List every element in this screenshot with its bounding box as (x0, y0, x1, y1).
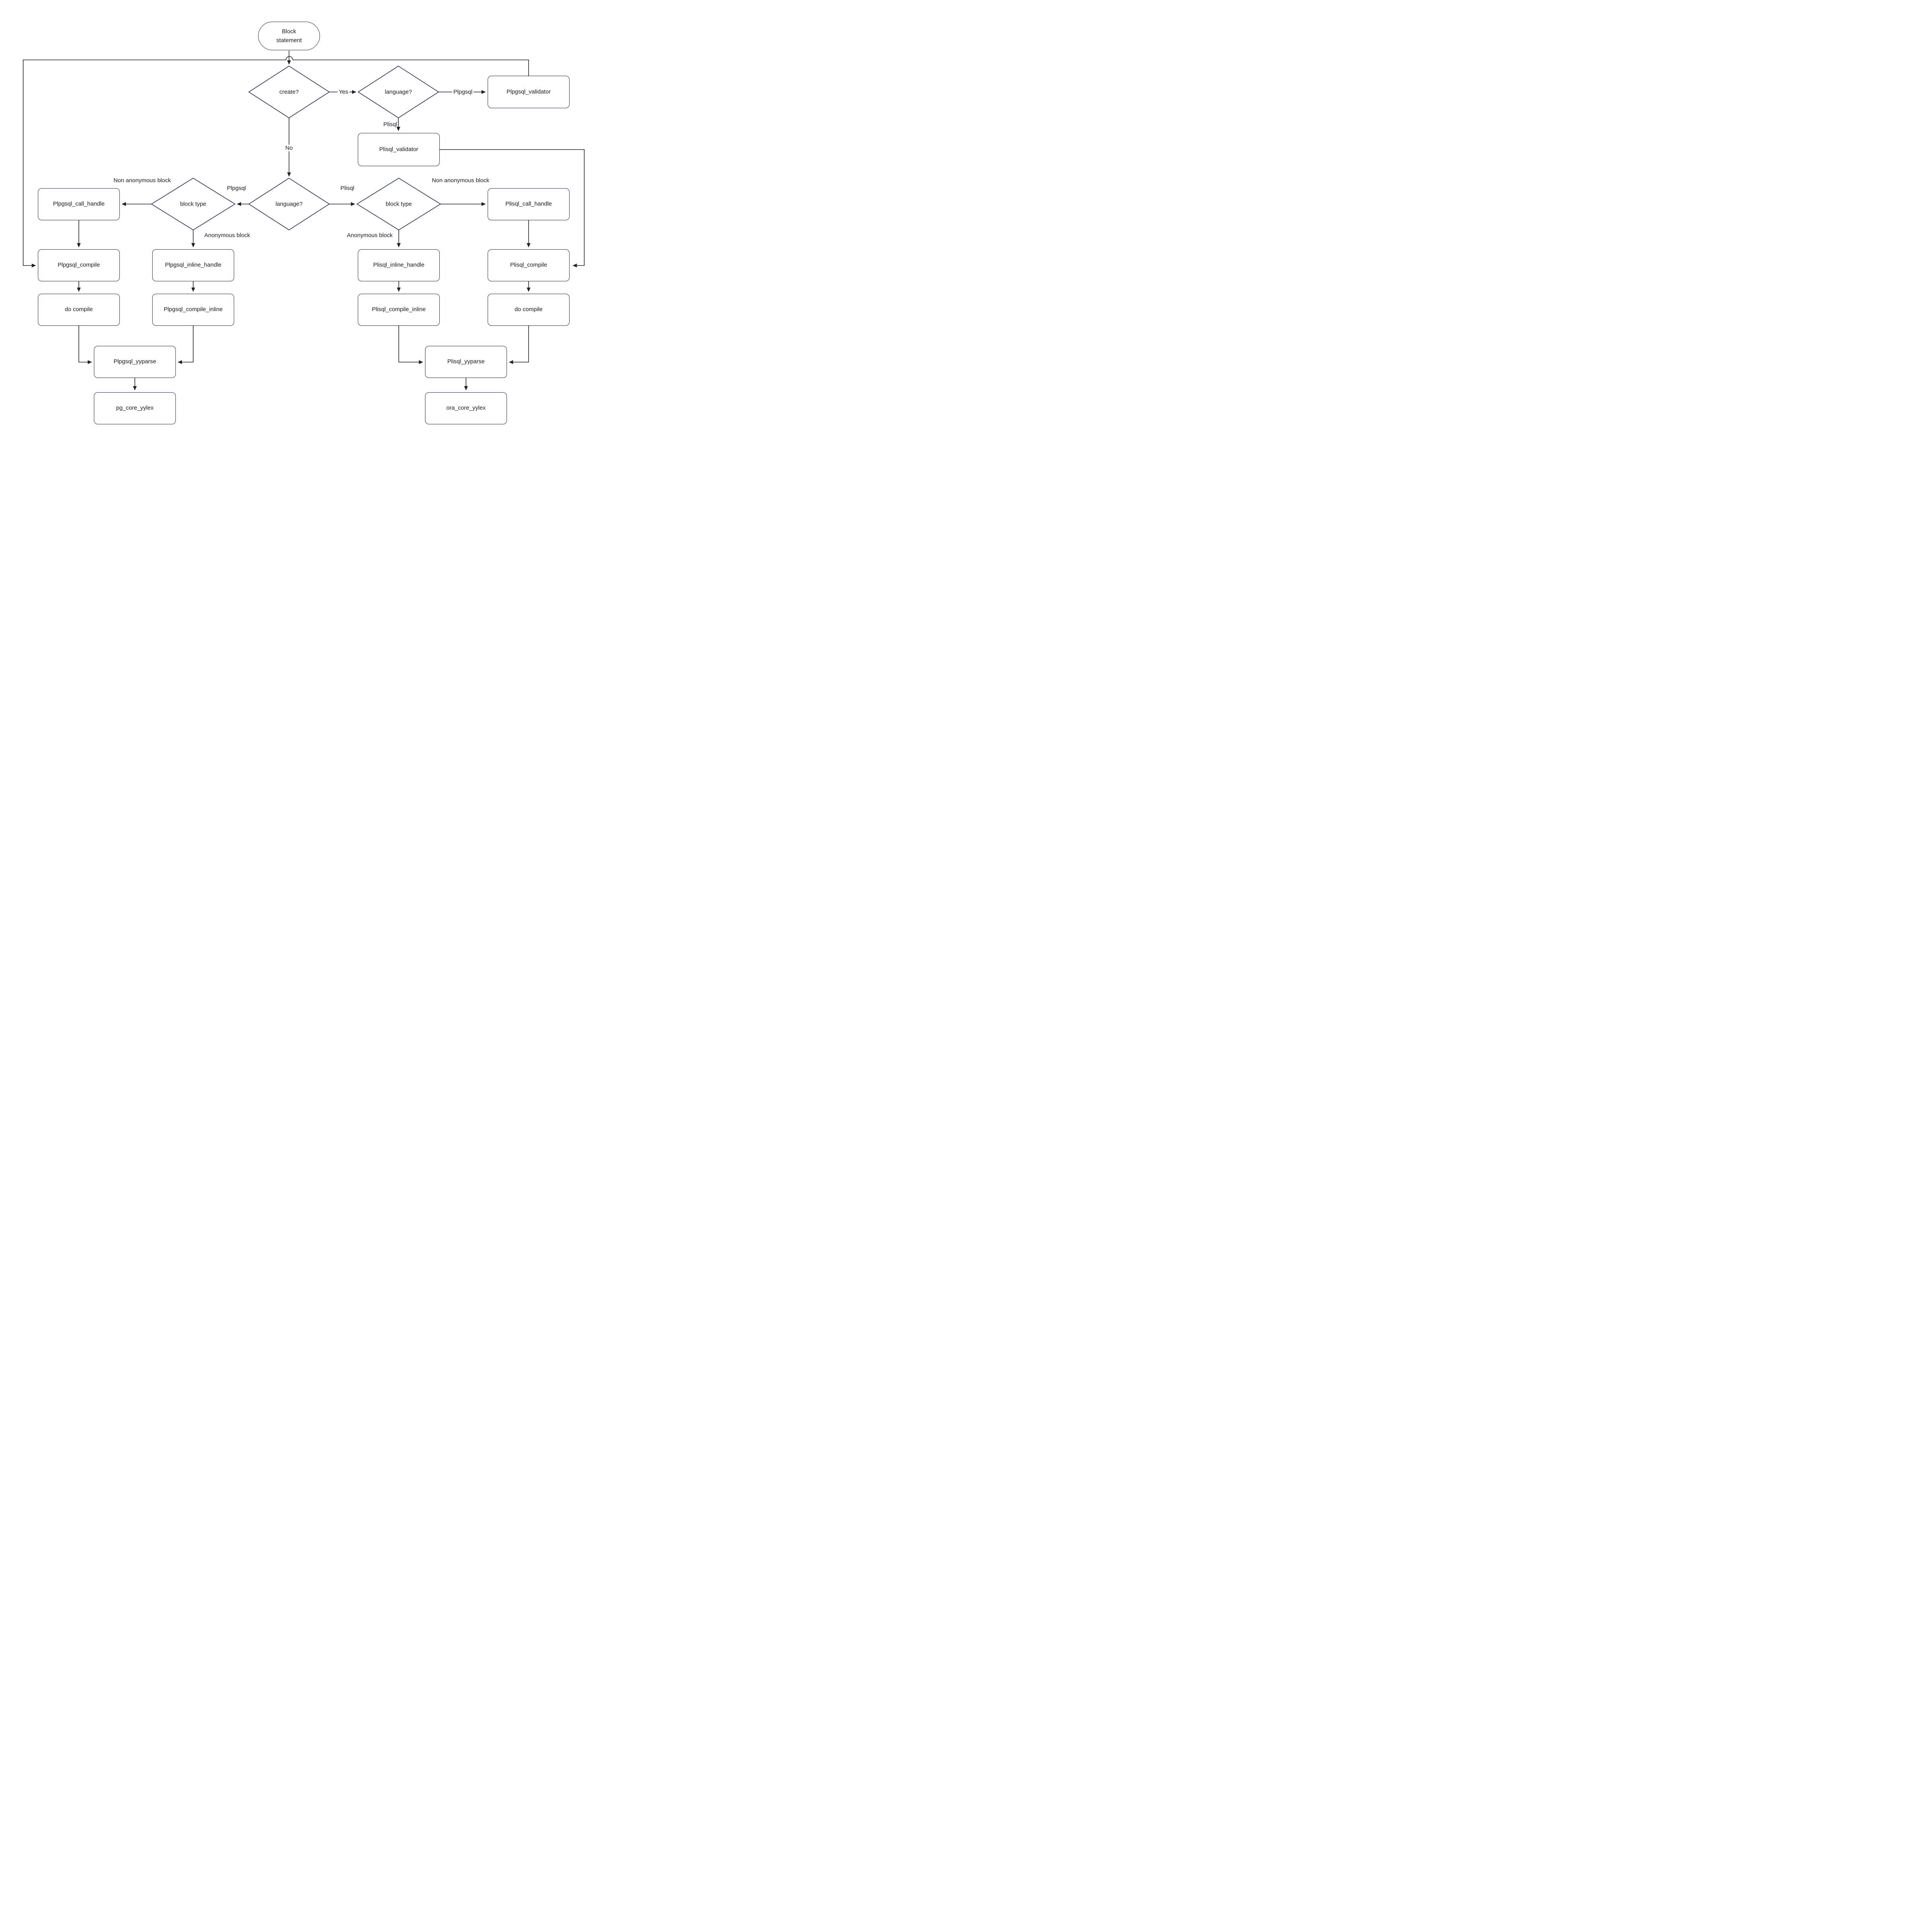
node-label: Plisql_yyparse (447, 358, 485, 365)
edge-compile-inline-to-plisql-yyparse (398, 326, 423, 364)
node-label: Plisql_inline_handle (373, 262, 425, 269)
process-ora-core-yylex: ora_core_yylex (425, 392, 507, 424)
decision-label-block-type-left: block type (180, 201, 206, 208)
edge-do-compile-to-plpgsql-yyparse (78, 326, 92, 364)
edge-label-anonymous-left: Anonymous block (204, 232, 250, 239)
process-plisql-yyparse: Plisql_yyparse (425, 346, 507, 378)
process-plpgsql-inline-handle: Plpgsql_inline_handle (152, 249, 234, 281)
decision-shape-create (248, 66, 330, 118)
terminator-block-statement: Block statement (258, 22, 320, 50)
node-label: Block statement (276, 28, 302, 44)
node-label: Plpgsql_compile (58, 262, 100, 269)
process-plisql-call-handle: Plisql_call_handle (488, 188, 570, 220)
process-do-compile-right: do compile (488, 294, 570, 326)
edge-label-non-anonymous-left: Non anonymous block (113, 177, 171, 184)
decision-shape-block-type-left (151, 178, 236, 230)
process-plisql-validator: Plisql_validator (358, 133, 440, 166)
edge-plpgsql-validator-to-compile (23, 56, 529, 267)
edge-label-plpgsql-language: Plpgsql (227, 185, 246, 192)
process-plpgsql-yyparse: Plpgsql_yyparse (94, 346, 176, 378)
edge-label-anonymous-right: Anonymous block (347, 232, 393, 239)
process-plisql-compile: Plisql_compile (488, 249, 570, 281)
flowchart-canvas: Block statement create? language? langua… (0, 0, 597, 426)
node-label: ora_core_yylex (446, 405, 486, 412)
decision-shape-block-type-right (356, 178, 441, 230)
process-plpgsql-compile-inline: Plpgsql_compile_inline (152, 294, 234, 326)
edge-label-plpgsql-create: Plpgsql (452, 88, 474, 95)
node-label: Plisql_compile_inline (372, 306, 426, 313)
process-plpgsql-validator: Plpgsql_validator (488, 76, 570, 108)
node-label: Plpgsql_inline_handle (165, 262, 221, 269)
node-label: Plpgsql_yyparse (113, 358, 156, 365)
decision-shape-language-main (248, 178, 330, 230)
edge-label-plisql-create: Plisql (383, 121, 397, 128)
decision-label-language-top: language? (384, 88, 412, 95)
node-label: Plisql_call_handle (505, 201, 552, 208)
node-label: Plpgsql_validator (506, 88, 551, 95)
edge-do-compile-to-plisql-yyparse (509, 326, 529, 364)
edge-label-no: No (284, 145, 294, 151)
decision-label-language-main: language? (275, 201, 303, 208)
process-plisql-inline-handle: Plisql_inline_handle (358, 249, 440, 281)
decision-label-block-type-right: block type (386, 201, 412, 208)
process-plpgsql-call-handle: Plpgsql_call_handle (38, 188, 120, 220)
connectors-layer (23, 51, 585, 391)
node-label: do compile (514, 306, 543, 313)
decision-label-create: create? (279, 88, 299, 95)
process-do-compile-left: do compile (38, 294, 120, 326)
decision-shape-language-top (357, 66, 439, 118)
node-label: Plisql_validator (379, 146, 418, 153)
node-label: pg_core_yylex (116, 405, 154, 412)
edge-label-yes: Yes (337, 88, 350, 95)
process-plpgsql-compile: Plpgsql_compile (38, 249, 120, 281)
edge-compile-inline-to-plpgsql-yyparse (177, 326, 194, 364)
node-label: Plpgsql_call_handle (53, 201, 105, 208)
process-plisql-compile-inline: Plisql_compile_inline (358, 294, 440, 326)
edge-label-plisql-language: Plisql (340, 185, 354, 192)
edge-label-non-anonymous-right: Non anonymous block (432, 177, 490, 184)
node-label: do compile (65, 306, 93, 313)
node-label: Plpgsql_compile_inline (163, 306, 223, 313)
node-label: Plisql_compile (510, 262, 547, 269)
edge-plisql-validator-to-compile (440, 149, 585, 267)
process-pg-core-yylex: pg_core_yylex (94, 392, 176, 424)
